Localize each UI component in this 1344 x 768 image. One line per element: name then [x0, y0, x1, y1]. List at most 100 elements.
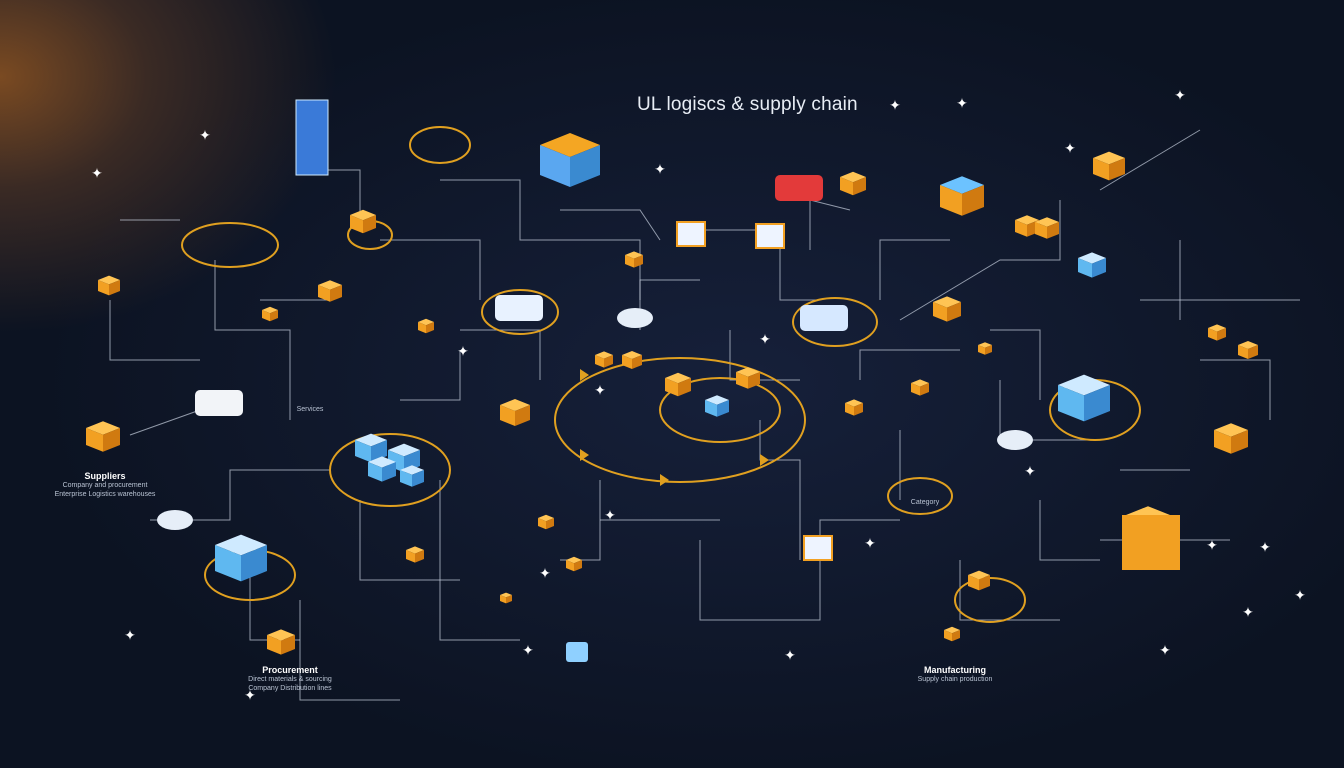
package-box-icon — [350, 209, 376, 234]
label-manufacturing: Manufacturing Supply chain production — [880, 666, 1030, 684]
star-icon: ✦ — [457, 343, 469, 359]
label-category: Category — [895, 498, 955, 507]
lock-icon — [566, 642, 588, 662]
label-procurement: Procurement Direct materials & sourcing … — [215, 666, 365, 693]
distribution-center-icon — [540, 133, 600, 187]
truck-icon — [495, 295, 543, 321]
star-icon: ✦ — [91, 165, 103, 181]
package-box-icon — [665, 372, 691, 397]
star-icon: ✦ — [759, 331, 771, 347]
label-line: Supply chain production — [917, 676, 993, 683]
label-heading: Procurement — [262, 665, 318, 675]
package-box-icon — [1093, 151, 1125, 181]
connection-line — [299, 600, 400, 701]
label-line: Direct materials & sourcing — [248, 676, 332, 683]
label-heading: Services — [296, 406, 324, 413]
star-icon: ✦ — [244, 687, 256, 703]
package-box-icon — [978, 342, 992, 355]
star-icon: ✦ — [654, 161, 666, 177]
connection-line — [809, 199, 851, 250]
arrow-icon — [580, 369, 589, 381]
connection-line — [879, 239, 950, 300]
package-box-icon — [944, 626, 960, 642]
hub-ring — [887, 477, 953, 515]
connection-line — [560, 480, 601, 561]
screen-icon — [755, 223, 785, 249]
package-box-icon — [622, 351, 642, 369]
package-box-icon — [538, 514, 554, 530]
screen-icon — [676, 221, 706, 247]
connection-line — [899, 200, 1061, 321]
package-box-icon — [1238, 341, 1258, 359]
arrow-icon — [660, 474, 669, 486]
page-title: UL logiscs & supply chain — [637, 94, 858, 115]
warehouse-icon — [1078, 252, 1106, 278]
warehouse-icon — [215, 534, 267, 582]
connection-line — [1200, 359, 1271, 420]
star-icon: ✦ — [199, 127, 211, 143]
truck-icon — [800, 305, 848, 331]
connection-line — [460, 329, 541, 380]
package-box-icon — [736, 367, 760, 389]
cloud-icon — [997, 430, 1033, 450]
server-icon — [295, 99, 329, 176]
package-box-icon — [1208, 324, 1226, 341]
star-icon: ✦ — [1159, 642, 1171, 658]
warehouse-icon — [400, 465, 424, 487]
connection-line — [214, 260, 291, 420]
connection-line — [380, 239, 481, 300]
star-icon: ✦ — [522, 642, 534, 658]
star-icon: ✦ — [1174, 87, 1186, 103]
connection-line — [959, 560, 1060, 621]
package-box-icon — [318, 280, 342, 302]
package-box-icon — [267, 629, 295, 655]
package-box-icon — [262, 306, 278, 322]
warehouse-icon — [368, 456, 396, 482]
connection-line — [109, 300, 200, 361]
label-line: Enterprise Logistics warehouses — [54, 491, 156, 498]
package-box-icon — [625, 251, 643, 268]
package-box-icon — [595, 351, 613, 368]
label-services: Services — [280, 405, 340, 414]
package-box-icon — [1035, 217, 1059, 239]
star-icon: ✦ — [1024, 463, 1036, 479]
label-heading: Suppliers — [84, 471, 126, 481]
connection-line — [759, 420, 801, 560]
cloud-icon — [157, 510, 193, 530]
star-icon: ✦ — [1206, 537, 1218, 553]
connection-line — [859, 349, 960, 380]
star-icon: ✦ — [1259, 539, 1271, 555]
label-line: Company Distribution lines — [248, 685, 332, 692]
hub-ring — [329, 433, 451, 507]
label-line: Company and procurement — [62, 482, 148, 489]
connection-line — [700, 229, 820, 301]
warehouse-icon — [1058, 374, 1110, 422]
hub-ring — [409, 126, 471, 164]
hub-ring — [481, 289, 559, 335]
package-box-icon — [911, 379, 929, 396]
hub-ring — [181, 222, 279, 268]
connection-line — [129, 409, 201, 436]
package-box-icon — [840, 171, 866, 196]
arrow-icon — [580, 449, 589, 461]
package-box-icon — [86, 421, 120, 452]
package-box-icon — [98, 275, 120, 296]
star-icon: ✦ — [539, 565, 551, 581]
package-box-icon — [933, 296, 961, 322]
star-icon: ✦ — [864, 535, 876, 551]
delivery-truck-icon — [1122, 515, 1180, 570]
star-icon: ✦ — [1064, 140, 1076, 156]
hub-ring — [554, 357, 806, 483]
package-box-icon — [566, 556, 582, 572]
arrow-icon — [760, 454, 769, 466]
connection-line — [400, 350, 461, 401]
warehouse-icon — [705, 395, 729, 417]
package-box-icon — [968, 570, 990, 591]
label-heading: Category — [910, 499, 940, 506]
connection-line — [439, 480, 520, 641]
connection-line — [699, 519, 900, 621]
package-box-icon — [845, 399, 863, 416]
label-heading: Manufacturing — [924, 665, 986, 675]
star-icon: ✦ — [889, 97, 901, 113]
